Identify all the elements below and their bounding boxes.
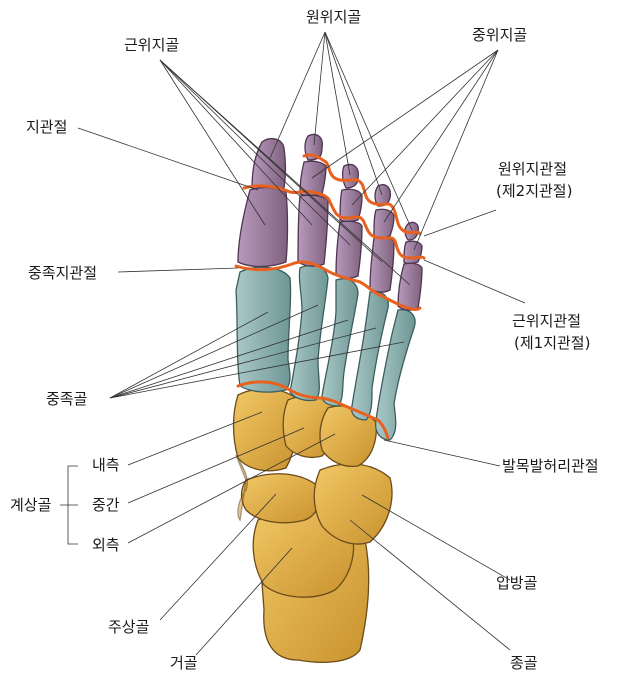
label-phalangeal-joint: 지관절 [26, 118, 67, 136]
label-proximal-phalanges: 근위지골 [124, 36, 179, 54]
toe5-proximal [398, 263, 422, 310]
label-proximal-ip-joint: 근위지관절 [512, 312, 581, 330]
leader-proximal-ip [424, 260, 525, 303]
label-proximal-ip-joint-alt: (제1지관절) [514, 334, 590, 352]
metatarsal-3 [322, 279, 358, 406]
toe4-middle [374, 209, 394, 237]
leader-middle-3 [352, 50, 498, 205]
toe4-proximal [370, 237, 394, 292]
label-medial: 내측 [92, 456, 120, 474]
leader-proximal-2 [160, 60, 312, 225]
label-tarsometatarsal-joint: 발목발허리관절 [502, 457, 599, 475]
leader-cuboid [362, 495, 510, 580]
tarsal-bones [234, 389, 392, 662]
label-navicular: 주상골 [108, 618, 149, 636]
label-metatarsals: 중족골 [46, 390, 87, 408]
label-middle-phalanges: 중위지골 [472, 26, 527, 44]
big-toe-proximal-phalanx [238, 188, 288, 267]
toe5-middle [404, 241, 422, 263]
label-cuneiforms: 계상골 [10, 496, 51, 514]
leader-mtp [118, 268, 238, 272]
label-distal-ip-joint: 원위지관절 [498, 160, 567, 178]
label-distal-ip-joint-alt: (제2지관절) [496, 182, 572, 200]
leader-middle-4 [384, 50, 498, 222]
navicular-bone [242, 474, 320, 523]
toe3-distal [343, 165, 359, 189]
label-distal-phalanges: 원위지골 [306, 8, 361, 26]
leader-distal-2 [314, 32, 325, 145]
label-lateral: 외측 [92, 536, 120, 554]
leader-distal-3 [325, 32, 350, 175]
label-talus: 거골 [170, 654, 198, 672]
toe2-proximal [298, 195, 328, 266]
leader-middle-2 [312, 50, 498, 178]
label-calcaneus: 종골 [510, 654, 538, 672]
label-metatarsophalangeal-joint: 중족지관절 [28, 264, 97, 282]
leader-middle-5 [414, 50, 498, 250]
leader-distal-ip [424, 210, 496, 236]
leader-tarsometatarsal [384, 440, 500, 466]
leader-calcaneus [350, 520, 510, 650]
label-cuboid: 입방골 [496, 574, 537, 592]
leader-proximal-1 [160, 60, 265, 225]
label-intermediate: 중간 [92, 496, 120, 514]
